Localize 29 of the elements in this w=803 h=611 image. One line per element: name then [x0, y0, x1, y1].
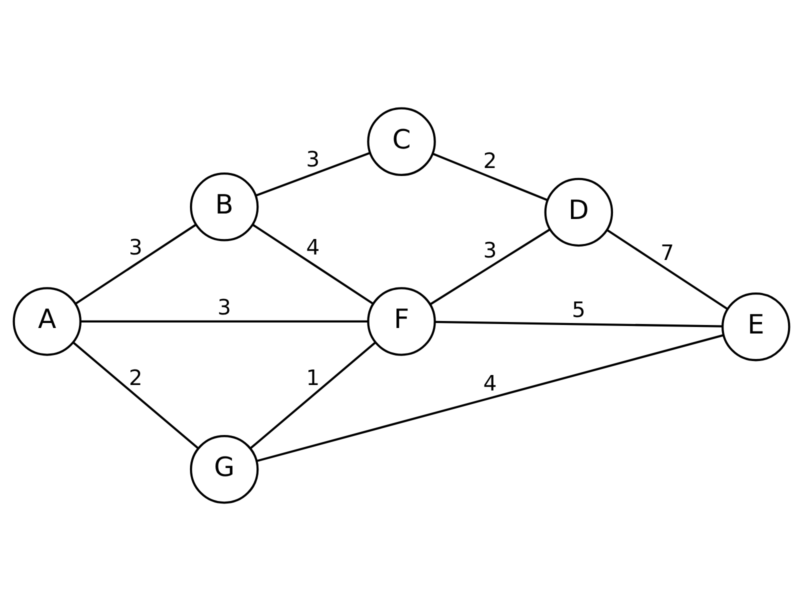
node-circle: B	[190, 172, 259, 242]
edge-label: 2	[483, 149, 497, 174]
connector	[250, 342, 376, 450]
edge-label: 4	[483, 371, 497, 396]
node-circle: E	[722, 292, 790, 362]
connector	[252, 224, 374, 305]
edge-label: 1	[306, 366, 320, 392]
connector	[606, 229, 728, 310]
node-circle: A	[12, 287, 82, 356]
node-circle: F	[367, 287, 436, 356]
edge-label: 3	[218, 296, 232, 321]
edge-label: 2	[128, 366, 142, 392]
edge-label: 4	[306, 236, 320, 261]
connector	[256, 334, 724, 462]
node-circle: D	[544, 178, 614, 247]
edge-label: 3	[128, 236, 142, 261]
connector	[256, 152, 370, 197]
connector	[430, 228, 550, 306]
connector	[432, 152, 548, 202]
connector	[435, 320, 722, 328]
edge-label: 5	[572, 298, 586, 324]
edge-label: 3	[483, 238, 497, 264]
node-circle: G	[190, 435, 259, 504]
connector	[72, 342, 199, 449]
connector	[80, 320, 368, 323]
edge-label: 3	[306, 148, 320, 173]
edge-label: 7	[660, 240, 674, 266]
connector	[75, 224, 196, 304]
node-circle: C	[367, 107, 436, 176]
